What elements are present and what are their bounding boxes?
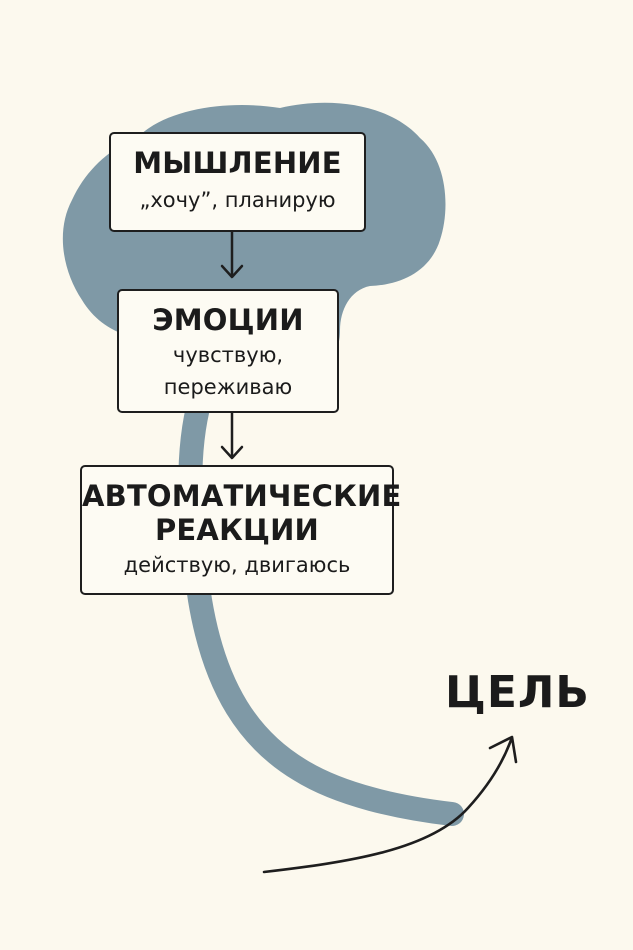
brain-stem bbox=[178, 388, 464, 826]
box-title: ЭМОЦИИ bbox=[152, 303, 304, 337]
box-automatic-reactions: АВТОМАТИЧЕСКИЕ РЕАКЦИИ действую, двигаюс… bbox=[80, 465, 402, 595]
box-title: МЫШЛЕНИЕ bbox=[133, 146, 342, 180]
box-thinking: МЫШЛЕНИЕ „хочу”, планирую bbox=[109, 132, 366, 232]
box-title-line: РЕАКЦИИ bbox=[154, 513, 320, 547]
box-title-line: АВТОМАТИЧЕСКИЕ bbox=[82, 479, 402, 513]
box-subtitle-line: переживаю bbox=[163, 375, 293, 399]
box-emotions: ЭМОЦИИ чувствую, переживаю bbox=[117, 289, 339, 413]
box-subtitle-line: чувствую, bbox=[172, 343, 284, 367]
goal-label: ЦЕЛЬ bbox=[445, 667, 590, 718]
box-subtitle: „хочу”, планирую bbox=[139, 188, 336, 212]
arrow-down-icon bbox=[220, 411, 244, 460]
box-subtitle: действую, двигаюсь bbox=[123, 553, 351, 577]
arrow-up-right-icon bbox=[262, 735, 518, 874]
arrow-down-icon bbox=[220, 230, 244, 279]
